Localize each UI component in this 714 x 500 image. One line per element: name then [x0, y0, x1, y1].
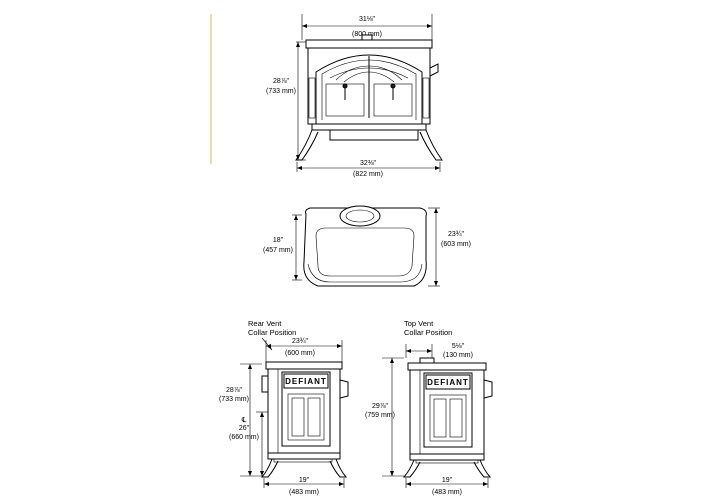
front-leg-right	[419, 129, 443, 161]
top-vent-caption-line1: Top Vent	[404, 319, 434, 328]
rear-brand-text: DEFIANT	[285, 377, 327, 386]
front-top-plate	[305, 39, 433, 49]
rear-height-in: 28⅞"	[226, 387, 243, 394]
front-view: 31⅛" (800 mm) 28⅞" (733 mm)	[266, 14, 443, 178]
rear-collar-height-in: 26"	[239, 425, 250, 432]
front-leg-width-mm: (822 mm)	[353, 171, 383, 178]
top-vent-height-mm: (759 mm)	[365, 412, 395, 419]
rear-handle	[339, 379, 349, 399]
rear-leg-width-mm: (483 mm)	[289, 489, 319, 496]
top-vent-handle	[483, 379, 493, 399]
rear-brand-plate	[283, 373, 329, 389]
front-arch	[315, 54, 423, 124]
rear-leg-right	[329, 458, 348, 478]
top-view: 18" (457 mm) 23¾" (603 mm)	[263, 205, 471, 287]
scan-edge-mark	[210, 14, 212, 164]
top-overall-depth-mm: (603 mm)	[441, 241, 471, 248]
top-vent-view: Top Vent Collar Position 5⅛" (130 mm) 29…	[365, 319, 493, 496]
top-vent-offset-mm: (130 mm)	[443, 352, 473, 359]
front-leg-width-in: 32⅜"	[360, 160, 377, 167]
rear-vent-caption-line2: Collar Position	[248, 328, 296, 337]
front-width-in: 31⅛"	[359, 16, 376, 23]
rear-vent-caption-line1: Rear Vent	[248, 319, 282, 328]
top-griddle	[315, 227, 415, 277]
top-depth-in: 18"	[273, 237, 284, 244]
rear-vent-view: Rear Vent Collar Position 23¾" (600 mm) …	[219, 319, 349, 496]
top-vent-leg-width-mm: (483 mm)	[432, 489, 462, 496]
top-depth-mm: (457 mm)	[263, 247, 293, 254]
rear-leg-left	[260, 458, 279, 478]
top-outline	[303, 207, 427, 287]
rear-width-in: 23¾"	[292, 338, 309, 345]
top-overall-depth-in: 23¾"	[448, 231, 465, 238]
rear-width-mm: (600 mm)	[285, 350, 315, 357]
front-height-in: 28⅞"	[273, 78, 290, 85]
rear-vent-collar	[261, 375, 269, 393]
front-ash-lip	[311, 123, 427, 131]
top-vent-top-plate	[407, 362, 487, 371]
rear-top-plate	[265, 361, 343, 370]
rear-leg-width-in: 19"	[299, 477, 310, 484]
top-vent-brand-text: DEFIANT	[427, 378, 469, 387]
top-vent-offset-in: 5⅛"	[452, 343, 465, 350]
rear-collar-height-mm: (660 mm)	[229, 434, 259, 441]
rear-center-mark: ℄	[241, 417, 247, 424]
front-ash-pan	[329, 129, 419, 141]
top-vent-height-in: 29⅞"	[372, 403, 389, 410]
top-vent-caption-line2: Collar Position	[404, 328, 452, 337]
rear-height-mm: (733 mm)	[219, 396, 249, 403]
top-flue-collar	[339, 205, 381, 227]
front-top-knob	[361, 34, 373, 41]
top-vent-leg-right	[473, 459, 492, 478]
top-vent-collar	[419, 357, 435, 364]
top-vent-brand-plate	[425, 374, 471, 390]
top-vent-leg-left	[402, 459, 421, 478]
front-height-mm: (733 mm)	[266, 88, 296, 95]
front-leg-left	[295, 129, 319, 161]
top-vent-leg-width-in: 19"	[442, 477, 453, 484]
